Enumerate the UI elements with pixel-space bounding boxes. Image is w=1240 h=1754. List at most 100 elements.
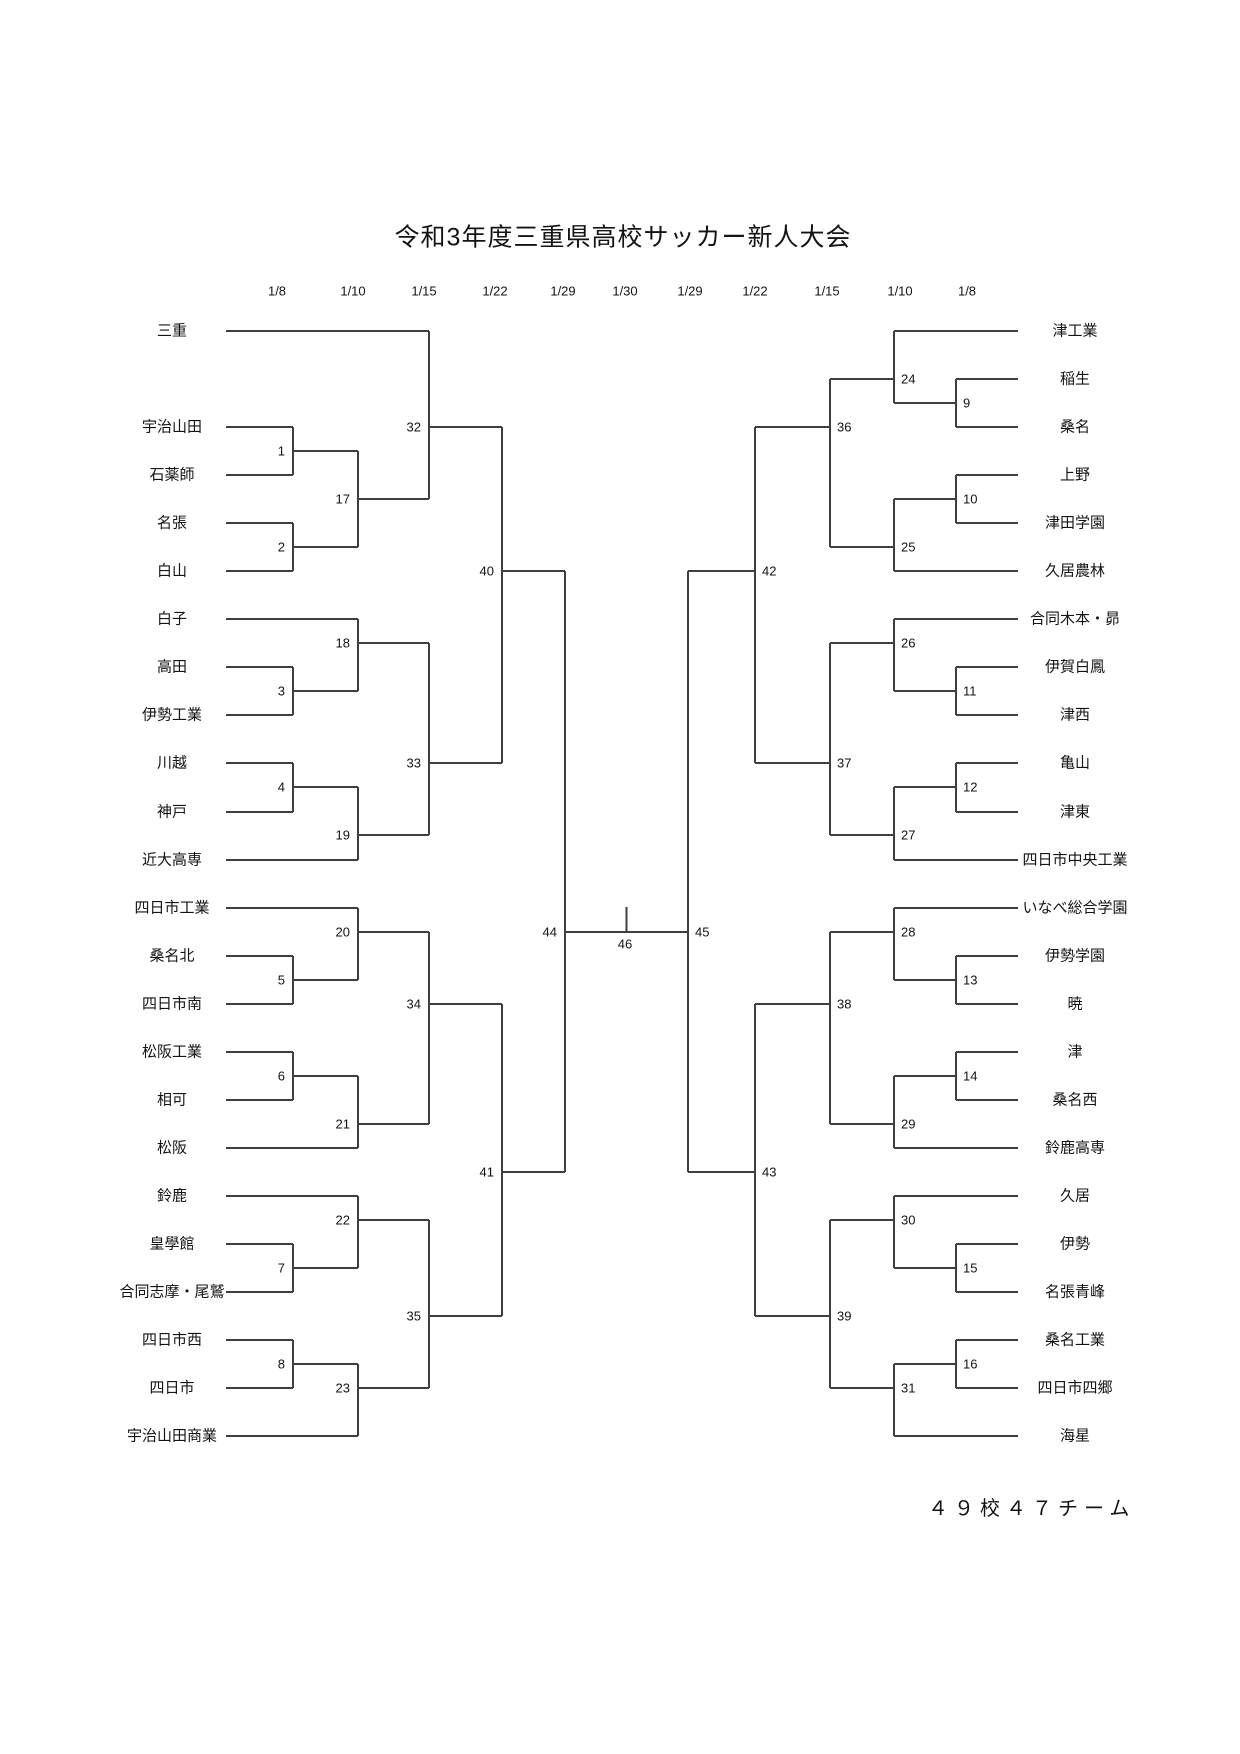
- team-count-note: ４９校４７チーム: [928, 1498, 1136, 1520]
- team-label: 松阪: [156, 1139, 188, 1157]
- match-number-label: 17: [335, 491, 350, 507]
- match-number-label: 9: [963, 395, 971, 411]
- match-number-label: 1: [277, 443, 285, 459]
- match-number-label: 37: [837, 755, 852, 771]
- team-label: 神戸: [156, 803, 188, 821]
- match-number-label: 4: [277, 779, 285, 795]
- round-date-label: 1/29: [550, 283, 576, 299]
- team-label: 相可: [156, 1091, 188, 1109]
- team-label: 上野: [1059, 466, 1091, 484]
- match-number-label: 31: [901, 1380, 916, 1396]
- match-number-label: 23: [335, 1380, 350, 1396]
- match-number-label: 28: [901, 924, 916, 940]
- match-number-label: 35: [406, 1308, 421, 1324]
- team-label: 近大高専: [141, 851, 203, 869]
- match-number-label: 39: [837, 1308, 852, 1324]
- team-label: 桑名北: [149, 947, 195, 965]
- match-number-label: 10: [963, 491, 978, 507]
- round-date-label: 1/30: [612, 283, 638, 299]
- team-label: 海星: [1059, 1427, 1091, 1445]
- team-label: 桑名: [1059, 418, 1091, 436]
- match-number-label: 32: [406, 419, 421, 435]
- match-number-label: 36: [837, 419, 852, 435]
- team-label: 伊勢工業: [141, 706, 203, 724]
- team-label: 松阪工業: [141, 1043, 203, 1061]
- team-label: 亀山: [1059, 754, 1091, 772]
- round-date-label: 1/22: [742, 283, 768, 299]
- match-number-label: 24: [901, 371, 916, 387]
- team-label: 合同志摩・尾鷲: [119, 1283, 225, 1301]
- match-number-label: 40: [479, 563, 494, 579]
- team-label: 暁: [1067, 995, 1083, 1013]
- match-number-label: 7: [277, 1260, 285, 1276]
- team-label: 四日市南: [141, 995, 203, 1013]
- team-label: 津西: [1059, 706, 1091, 724]
- round-date-label: 1/10: [887, 283, 913, 299]
- team-label: 皇學館: [149, 1235, 195, 1253]
- round-date-label: 1/29: [677, 283, 703, 299]
- match-number-label: 3: [277, 683, 285, 699]
- team-label: 白山: [156, 562, 188, 580]
- match-number-label: 43: [762, 1164, 777, 1180]
- round-date-label: 1/22: [482, 283, 508, 299]
- match-number-label: 18: [335, 635, 350, 651]
- match-number-label: 34: [406, 996, 421, 1012]
- team-label: 川越: [156, 754, 188, 772]
- team-label: 伊勢: [1059, 1235, 1091, 1253]
- match-number-label: 13: [963, 972, 978, 988]
- team-label: 合同木本・昴: [1029, 610, 1121, 628]
- round-date-label: 1/8: [267, 283, 287, 299]
- team-label: 伊勢学園: [1044, 947, 1106, 965]
- team-label: 桑名工業: [1044, 1331, 1106, 1349]
- round-date-label: 1/10: [340, 283, 366, 299]
- match-number-label: 38: [837, 996, 852, 1012]
- team-label: 津田学園: [1044, 514, 1106, 532]
- team-label: いなべ総合学園: [1022, 899, 1128, 917]
- team-label: 三重: [156, 322, 188, 340]
- match-number-label: 2: [277, 539, 285, 555]
- match-number-label: 25: [901, 539, 916, 555]
- team-label: 久居農林: [1044, 562, 1106, 580]
- match-number-label: 14: [963, 1068, 978, 1084]
- match-number-label: 29: [901, 1116, 916, 1132]
- team-label: 鈴鹿高専: [1044, 1139, 1106, 1157]
- match-number-label: 42: [762, 563, 777, 579]
- round-date-label: 1/15: [411, 283, 437, 299]
- round-date-label: 1/15: [814, 283, 840, 299]
- match-number-label: 33: [406, 755, 421, 771]
- team-label: 名張: [156, 514, 188, 532]
- match-number-label: 22: [335, 1212, 350, 1228]
- team-label: 津工業: [1052, 322, 1098, 340]
- team-label: 津: [1067, 1043, 1083, 1061]
- match-number-label: 16: [963, 1356, 978, 1372]
- match-number-label: 45: [695, 924, 710, 940]
- match-number-label: 19: [335, 827, 350, 843]
- match-number-label: 44: [542, 924, 557, 940]
- match-number-label: 15: [963, 1260, 978, 1276]
- match-number-label: 12: [963, 779, 978, 795]
- team-label: 宇治山田: [141, 418, 203, 436]
- match-number-label: 6: [277, 1068, 285, 1084]
- team-label: 四日市: [149, 1379, 195, 1397]
- match-number-label: 5: [277, 972, 285, 988]
- team-label: 石薬師: [149, 466, 195, 484]
- match-number-label: 21: [335, 1116, 350, 1132]
- team-label: 稲生: [1059, 370, 1091, 388]
- match-number-label: 20: [335, 924, 350, 940]
- match-number-label: 26: [901, 635, 916, 651]
- team-label: 桑名西: [1052, 1091, 1098, 1109]
- match-number-label: 8: [277, 1356, 285, 1372]
- team-label: 宇治山田商業: [126, 1427, 218, 1445]
- team-label: 白子: [156, 610, 188, 628]
- match-number-label: 30: [901, 1212, 916, 1228]
- team-label: 津東: [1059, 803, 1091, 821]
- team-label: 四日市工業: [134, 899, 210, 917]
- match-number-label: 27: [901, 827, 916, 843]
- final-match-number-label: 46: [617, 936, 633, 952]
- team-label: 名張青峰: [1044, 1283, 1106, 1301]
- team-label: 高田: [156, 658, 188, 676]
- team-label: 久居: [1059, 1187, 1091, 1205]
- team-label: 四日市四郷: [1037, 1379, 1113, 1397]
- team-label: 鈴鹿: [156, 1187, 188, 1205]
